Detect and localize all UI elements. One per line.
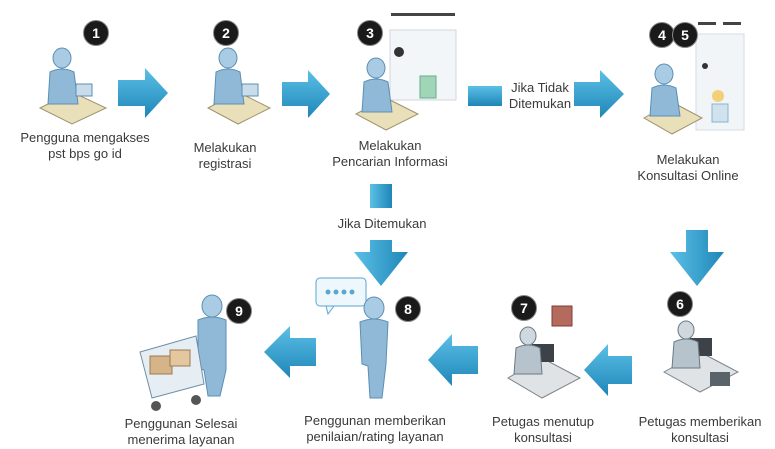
condition-not-found: Jika Tidak Ditemukan [508, 80, 572, 111]
step-badge-3: 3 [357, 20, 383, 46]
consultation-icon-step-4 [642, 22, 745, 135]
officer-desk-icon-step-6 [662, 320, 740, 393]
user-cart-icon-step-9 [139, 294, 227, 411]
step-badge-5: 5 [672, 22, 698, 48]
search-icon-step-3 [354, 13, 457, 131]
step-badge-2: 2 [213, 20, 239, 46]
user-icon-step-1 [38, 47, 108, 125]
arrow-2-to-3 [282, 70, 330, 118]
user-icon-step-2 [206, 47, 272, 125]
arrow-7-to-8 [428, 334, 478, 386]
arrow-3-down [354, 184, 408, 286]
user-rating-icon-step-8 [315, 277, 389, 399]
arrow-4-to-6 [670, 230, 724, 286]
step-badge-6: 6 [667, 291, 693, 317]
arrow-8-to-9 [264, 326, 316, 378]
step-badge-8: 8 [395, 296, 421, 322]
step-badge-9: 9 [226, 298, 252, 324]
step-badge-7: 7 [511, 295, 537, 321]
step-badge-1: 1 [83, 20, 109, 46]
condition-found: Jika Ditemukan [330, 216, 434, 232]
arrow-1-to-2 [118, 68, 168, 118]
officer-close-icon-step-7 [507, 305, 582, 399]
arrow-3-to-4 [468, 70, 624, 118]
arrow-6-to-7 [584, 344, 632, 396]
step-badge-4: 4 [649, 22, 675, 48]
